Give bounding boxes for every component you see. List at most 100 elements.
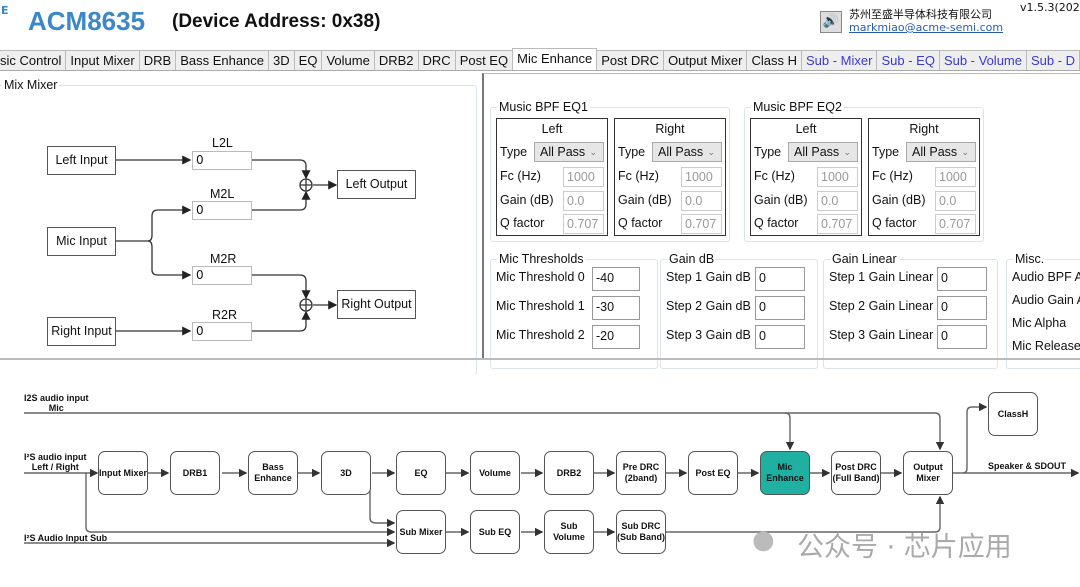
mic-thresholds-input[interactable]: -40: [592, 267, 640, 291]
tab-3d[interactable]: 3D: [268, 50, 295, 70]
filter-type-select[interactable]: All Pass⌄: [534, 142, 604, 162]
block-sub-mixer[interactable]: Sub Mixer: [396, 510, 446, 554]
block-3d[interactable]: 3D: [321, 451, 371, 495]
tab-drb[interactable]: DRB: [138, 50, 177, 70]
tab-volume[interactable]: Volume: [321, 50, 375, 70]
row-label: Step 2 Gain Linear: [829, 299, 934, 313]
mic-input-box: Mic Input: [47, 227, 116, 256]
device-address: (Device Address: 0x38): [172, 11, 381, 32]
fc-input[interactable]: 1000: [935, 167, 976, 187]
gain-db-group: Gain dB: [660, 252, 818, 369]
block-sub-volume[interactable]: Sub Volume: [544, 510, 594, 554]
m2r-input[interactable]: 0: [192, 266, 252, 285]
fc-input[interactable]: 1000: [681, 167, 722, 187]
q-input[interactable]: 0.707: [681, 214, 722, 234]
l2l-input[interactable]: 0: [192, 151, 252, 170]
mic-thresholds-group: Mic Thresholds: [490, 252, 658, 369]
gain-label: Gain (dB): [500, 193, 554, 207]
q-input[interactable]: 0.707: [935, 214, 976, 234]
row-label: Step 3 Gain dB: [666, 328, 751, 342]
tab-mic-enhance[interactable]: Mic Enhance: [512, 48, 598, 70]
speaker-icon[interactable]: 🔊: [820, 11, 842, 33]
m2l-input[interactable]: 0: [192, 201, 252, 220]
block-drb2[interactable]: DRB2: [544, 451, 594, 495]
q-input[interactable]: 0.707: [817, 214, 858, 234]
tab-sub-volume[interactable]: Sub - Volume: [938, 50, 1027, 70]
block-eq[interactable]: EQ: [396, 451, 446, 495]
right-output-box: Right Output: [337, 290, 416, 319]
gain-db-input[interactable]: 0: [755, 296, 805, 320]
row-label: Mic Threshold 1: [496, 299, 585, 313]
type-label: Type: [618, 145, 646, 159]
q-input[interactable]: 0.707: [563, 214, 604, 234]
block-post-eq[interactable]: Post EQ: [688, 451, 738, 495]
panel-divider: [0, 358, 1080, 360]
tab-sic-control[interactable]: sic Control: [0, 50, 67, 70]
filter-type-select[interactable]: All Pass⌄: [652, 142, 722, 162]
channel-name: Left: [541, 122, 563, 136]
chevron-down-icon: ⌄: [589, 147, 597, 157]
row-label: Step 3 Gain Linear: [829, 328, 934, 342]
filter-type-select[interactable]: All Pass⌄: [906, 142, 976, 162]
gain-db-title: Gain dB: [667, 252, 717, 266]
tab-post-drc[interactable]: Post DRC: [596, 50, 665, 70]
tab-bass-enhance[interactable]: Bass Enhance: [175, 50, 270, 70]
block-drb1[interactable]: DRB1: [170, 451, 220, 495]
tab-eq[interactable]: EQ: [293, 50, 323, 70]
gain-linear-input[interactable]: 0: [937, 325, 987, 349]
type-value: All Pass: [540, 145, 586, 159]
tab-sub-mixer[interactable]: Sub - Mixer: [801, 50, 878, 70]
gain-linear-input[interactable]: 0: [937, 296, 987, 320]
gain-input[interactable]: 0.0: [563, 191, 604, 211]
music-bpf-eq2-group: Music BPF EQ2: [744, 100, 984, 242]
block-mic-enhance[interactable]: Mic Enhance: [760, 451, 810, 495]
m2r-label: M2R: [210, 252, 237, 266]
block-sub-eq[interactable]: Sub EQ: [470, 510, 520, 554]
mic-thresholds-input[interactable]: -20: [592, 325, 640, 349]
block-input-mixer[interactable]: Input Mixer: [98, 451, 148, 495]
block-sub-drc-sub-band[interactable]: Sub DRC (Sub Band): [616, 510, 666, 554]
r2r-input[interactable]: 0: [192, 322, 252, 341]
tab-sub-eq[interactable]: Sub - EQ: [876, 50, 940, 70]
gain-input[interactable]: 0.0: [817, 191, 858, 211]
fc-input[interactable]: 1000: [563, 167, 604, 187]
gain-input[interactable]: 0.0: [681, 191, 722, 211]
gain-db-input[interactable]: 0: [755, 325, 805, 349]
q-label: Q factor: [754, 216, 799, 230]
block-output-mixer[interactable]: Output Mixer: [903, 451, 953, 495]
gain-linear-input[interactable]: 0: [937, 267, 987, 291]
tab-sub-d[interactable]: Sub - D: [1025, 50, 1080, 70]
type-value: All Pass: [658, 145, 704, 159]
mix-mixer-group: Mix Mixer: [0, 78, 477, 375]
gain-label: Gain (dB): [618, 193, 672, 207]
block-pre-drc-2band[interactable]: Pre DRC (2band): [616, 451, 666, 495]
block-volume[interactable]: Volume: [470, 451, 520, 495]
company-logo: ME: [0, 4, 9, 17]
channel-name: Left: [795, 122, 817, 136]
tab-post-eq[interactable]: Post EQ: [454, 50, 514, 70]
mix-mixer-title: Mix Mixer: [2, 78, 60, 92]
gain-input[interactable]: 0.0: [935, 191, 976, 211]
tab-class-h[interactable]: Class H: [746, 50, 802, 70]
m2l-label: M2L: [210, 187, 235, 201]
tab-drc[interactable]: DRC: [417, 50, 456, 70]
block-classh[interactable]: ClassH: [988, 392, 1038, 436]
gain-label: Gain (dB): [872, 193, 926, 207]
bpf-title: Music BPF EQ1: [497, 100, 590, 114]
tab-output-mixer[interactable]: Output Mixer: [663, 50, 748, 70]
email-link[interactable]: markmiao@acme-semi.com: [849, 21, 1004, 34]
fc-input[interactable]: 1000: [817, 167, 858, 187]
tab-drb2[interactable]: DRB2: [373, 50, 419, 70]
misc-label: Audio Gain A: [1012, 293, 1080, 307]
row-label: Mic Threshold 2: [496, 328, 585, 342]
version-label: v1.5.3(2024: [1020, 1, 1080, 14]
filter-type-select[interactable]: All Pass⌄: [788, 142, 858, 162]
block-bass-enhance[interactable]: Bass Enhance: [248, 451, 298, 495]
tab-input-mixer[interactable]: Input Mixer: [65, 50, 140, 70]
block-post-drc-full-band[interactable]: Post DRC (Full Band): [831, 451, 881, 495]
gain-db-input[interactable]: 0: [755, 267, 805, 291]
mic-thresholds-input[interactable]: -30: [592, 296, 640, 320]
fc-label: Fc (Hz): [500, 169, 541, 183]
